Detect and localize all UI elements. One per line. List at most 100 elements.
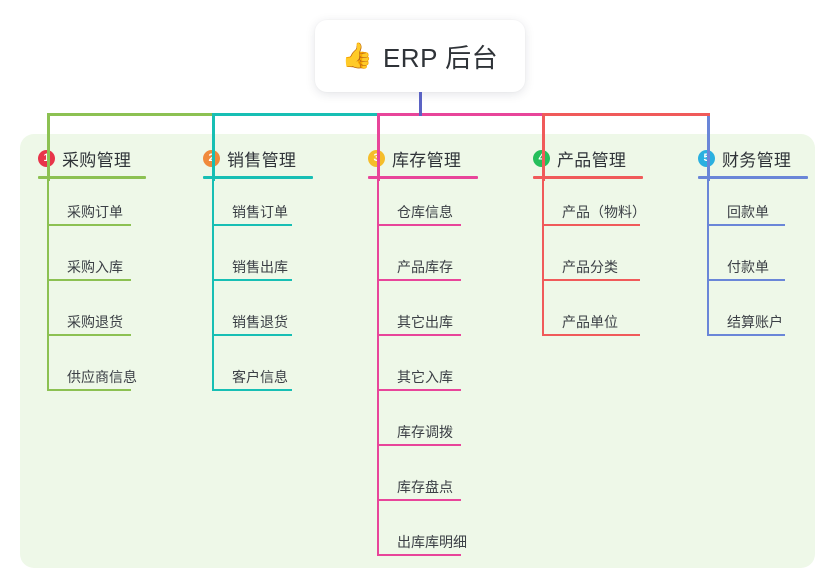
branch-item-rule — [542, 279, 640, 281]
branch-item[interactable]: 产品库存 — [368, 234, 478, 289]
branch-drop-4 — [542, 113, 545, 181]
branch-item[interactable]: 库存盘点 — [368, 454, 478, 509]
branch-header-rule — [203, 176, 313, 179]
branch-item-label: 结算账户 — [727, 314, 783, 330]
branch-item[interactable]: 产品分类 — [533, 234, 643, 289]
branch-header-4[interactable]: 4 产品管理 — [533, 146, 643, 170]
branch-header-rule — [698, 176, 808, 179]
trunk-segment-1 — [47, 113, 215, 116]
branch-title: 销售管理 — [227, 150, 297, 170]
branch-item[interactable]: 销售退货 — [203, 289, 313, 344]
branch-item-rule — [377, 554, 461, 556]
branch-item[interactable]: 付款单 — [698, 234, 808, 289]
branch-item-list: 销售订单销售出库销售退货客户信息 — [203, 179, 313, 399]
branch-item-rule — [542, 334, 640, 336]
branch-item-label: 产品单位 — [562, 314, 618, 330]
branch-item-list: 仓库信息产品库存其它出库其它入库库存调拨库存盘点出库库明细 — [368, 179, 478, 564]
root-node-content: 👍 ERP 后台 — [342, 38, 498, 75]
branch-item[interactable]: 采购入库 — [38, 234, 146, 289]
branch-title: 产品管理 — [557, 150, 627, 170]
branch-item-label: 库存调拨 — [397, 424, 453, 440]
branch-spine — [212, 179, 214, 391]
branch-item-label: 仓库信息 — [397, 204, 453, 220]
branch-item-rule — [542, 224, 640, 226]
branch-index-badge: 4 — [533, 149, 550, 167]
branch-item-label: 销售订单 — [232, 204, 288, 220]
branch-title: 库存管理 — [392, 150, 462, 170]
branch-header-3[interactable]: 3 库存管理 — [368, 146, 478, 170]
root-node[interactable]: 👍 ERP 后台 — [315, 20, 525, 92]
branch-header-5[interactable]: 5 财务管理 — [698, 146, 808, 170]
branch-item[interactable]: 销售订单 — [203, 179, 313, 234]
branch-item-label: 客户信息 — [232, 369, 288, 385]
branch-title: 财务管理 — [722, 150, 792, 170]
branch-item-label: 回款单 — [727, 204, 769, 220]
branch-item-label: 采购退货 — [67, 314, 123, 330]
branch-header-rule — [368, 176, 478, 179]
branch-item-label: 其它入库 — [397, 369, 453, 385]
branch-spine — [47, 179, 49, 391]
branch-item-rule — [377, 444, 461, 446]
branch-index-badge: 2 — [203, 149, 220, 167]
branch-drop-3 — [377, 113, 380, 181]
branch-drop-2 — [212, 113, 215, 181]
branch-item-rule — [377, 279, 461, 281]
branch-item-rule — [212, 279, 292, 281]
branch-spine — [542, 179, 544, 336]
trunk-segment-4 — [542, 113, 710, 116]
branch-item[interactable]: 仓库信息 — [368, 179, 478, 234]
branch-item-rule — [377, 499, 461, 501]
branch-item-label: 采购订单 — [67, 204, 123, 220]
branch-spine — [707, 179, 709, 336]
branch-item-rule — [707, 224, 785, 226]
branch-item-list: 回款单付款单结算账户 — [698, 179, 808, 344]
branch-drop-5 — [707, 113, 710, 181]
branch-item-rule — [212, 224, 292, 226]
branch-item-label: 其它出库 — [397, 314, 453, 330]
branch-panel — [20, 134, 815, 568]
branch-index-badge: 5 — [698, 149, 715, 167]
branch-item[interactable]: 库存调拨 — [368, 399, 478, 454]
branch-item-label: 供应商信息 — [67, 369, 137, 385]
branch-header-1[interactable]: 1 采购管理 — [38, 146, 146, 170]
branch-item-list: 采购订单采购入库采购退货供应商信息 — [38, 179, 146, 399]
branch-item[interactable]: 销售出库 — [203, 234, 313, 289]
branch-item-rule — [377, 389, 461, 391]
branch-header-rule — [38, 176, 146, 179]
branch-item-rule — [212, 389, 292, 391]
branch-item-label: 采购入库 — [67, 259, 123, 275]
branch-item-rule — [47, 224, 131, 226]
branch-item-list: 产品（物料） 产品分类产品单位 — [533, 179, 646, 344]
root-stem — [419, 92, 422, 116]
branch-item[interactable]: 出库库明细 — [368, 509, 478, 564]
branch-item[interactable]: 产品单位 — [533, 289, 643, 344]
branch-item[interactable]: 客户信息 — [203, 344, 313, 399]
branch-item-label: 库存盘点 — [397, 479, 453, 495]
branch-item[interactable]: 供应商信息 — [38, 344, 146, 399]
branch-item-rule — [707, 334, 785, 336]
branch-index-badge: 1 — [38, 149, 55, 167]
branch-index-badge: 3 — [368, 149, 385, 167]
branch-item[interactable]: 结算账户 — [698, 289, 808, 344]
branch-item-label: 付款单 — [727, 259, 769, 275]
branch-header-2[interactable]: 2 销售管理 — [203, 146, 313, 170]
branch-item-label: 产品（物料） — [562, 204, 646, 220]
branch-item-rule — [212, 334, 292, 336]
branch-item-rule — [377, 334, 461, 336]
branch-item[interactable]: 采购退货 — [38, 289, 146, 344]
branch-item[interactable]: 回款单 — [698, 179, 808, 234]
branch-title: 采购管理 — [62, 150, 132, 170]
branch-item-rule — [377, 224, 461, 226]
branch-item[interactable]: 产品（物料） — [533, 179, 646, 234]
root-node-title: ERP 后台 — [382, 42, 499, 73]
branch-item[interactable]: 其它入库 — [368, 344, 478, 399]
branch-item[interactable]: 采购订单 — [38, 179, 146, 234]
branch-item-label: 销售退货 — [232, 314, 288, 330]
branch-item[interactable]: 其它出库 — [368, 289, 478, 344]
branch-item-rule — [707, 279, 785, 281]
